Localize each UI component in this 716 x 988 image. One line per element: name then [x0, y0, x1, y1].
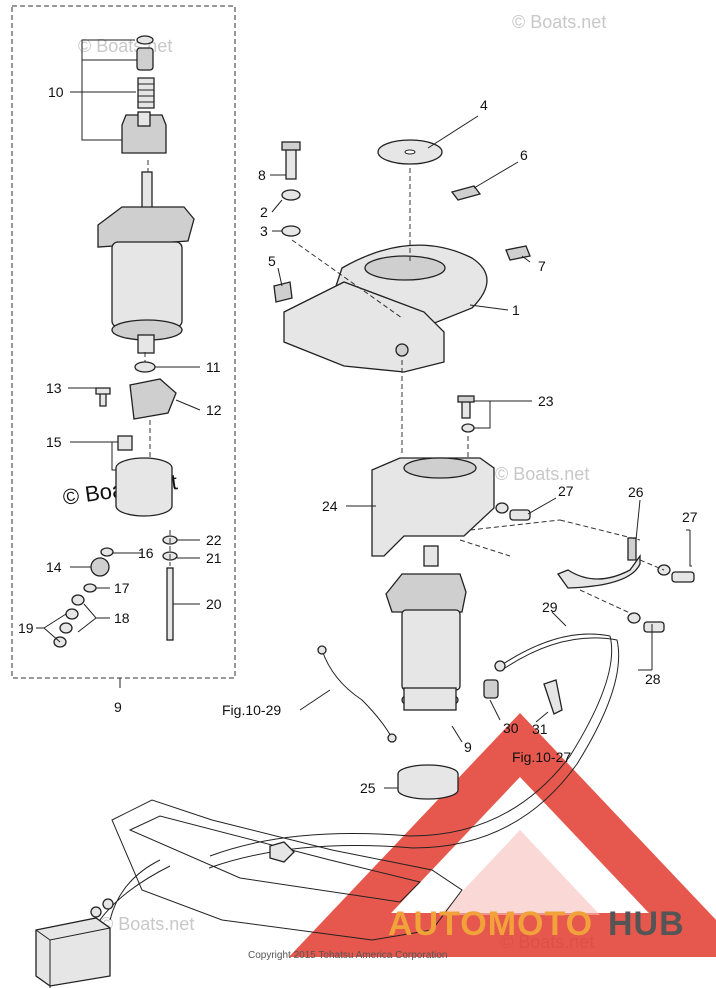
- callout: 15: [46, 434, 62, 450]
- engine-frame: [35, 799, 463, 988]
- callout: 27: [682, 509, 698, 525]
- callout: 22: [206, 532, 222, 548]
- callout: 9: [464, 739, 472, 755]
- copyright-text: Copyright 2015 Tohatsu America Corporati…: [248, 950, 447, 961]
- callout: 19: [18, 620, 34, 636]
- callout: 1: [512, 302, 520, 318]
- callout: 7: [538, 258, 546, 274]
- callout: 16: [138, 545, 154, 561]
- watermark-layer: © Boats.net © Boats.net © Boats.net © Bo…: [78, 12, 606, 952]
- logo-text: AUTOMOTO HUB: [388, 905, 685, 943]
- watermark: © Boats.net: [512, 12, 606, 32]
- callout: 12: [206, 402, 222, 418]
- callout: 31: [532, 721, 548, 737]
- logo-part2: HUB: [608, 905, 685, 943]
- callout: 24: [322, 498, 338, 514]
- watermark: © Boats.net: [78, 36, 172, 56]
- callout: 23: [538, 393, 554, 409]
- callout-labels: 10 8 2 3 4 6 5 7 1 11 13 12 15 23 24 27 …: [18, 84, 698, 796]
- cover-assembly: [273, 139, 531, 373]
- watermark: © Boats.net: [495, 464, 589, 484]
- callout: 11: [206, 359, 221, 375]
- callout: 17: [114, 580, 130, 596]
- callout: 20: [206, 596, 222, 612]
- bracket: [371, 395, 495, 557]
- callout: 25: [360, 780, 376, 796]
- small-parts-left: [53, 361, 178, 648]
- logo-triangle: [288, 713, 716, 957]
- callout: 29: [542, 599, 558, 615]
- callout: 27: [558, 483, 574, 499]
- callout: Fig.10-29: [222, 702, 281, 718]
- callout: 10: [48, 84, 64, 100]
- cable-harness: [208, 633, 620, 869]
- leader-lines: [36, 39, 692, 789]
- callout: 18: [114, 610, 130, 626]
- callout: 13: [46, 380, 62, 396]
- callout: 28: [645, 671, 661, 687]
- starter-group-box: [11, 5, 236, 679]
- callout: Fig.10-27: [512, 749, 571, 765]
- logo-part1: AUTOMOTO: [388, 905, 593, 943]
- callout: 4: [480, 97, 488, 113]
- callout: 14: [46, 559, 62, 575]
- callout: 26: [628, 484, 644, 500]
- starter-motor-center: [385, 545, 467, 711]
- clamp-band: [495, 502, 695, 633]
- callout: 8: [258, 167, 266, 183]
- pinion-assembly: [121, 35, 167, 154]
- callout: 30: [503, 720, 519, 736]
- callout: 9: [114, 699, 122, 715]
- callout: 2: [260, 204, 268, 220]
- callout: 3: [260, 223, 268, 239]
- callout: 21: [206, 550, 222, 566]
- callout: 5: [268, 253, 276, 269]
- callout: 6: [520, 147, 528, 163]
- starter-motor-left: [97, 171, 195, 354]
- watermark: © Boats.net: [100, 914, 194, 934]
